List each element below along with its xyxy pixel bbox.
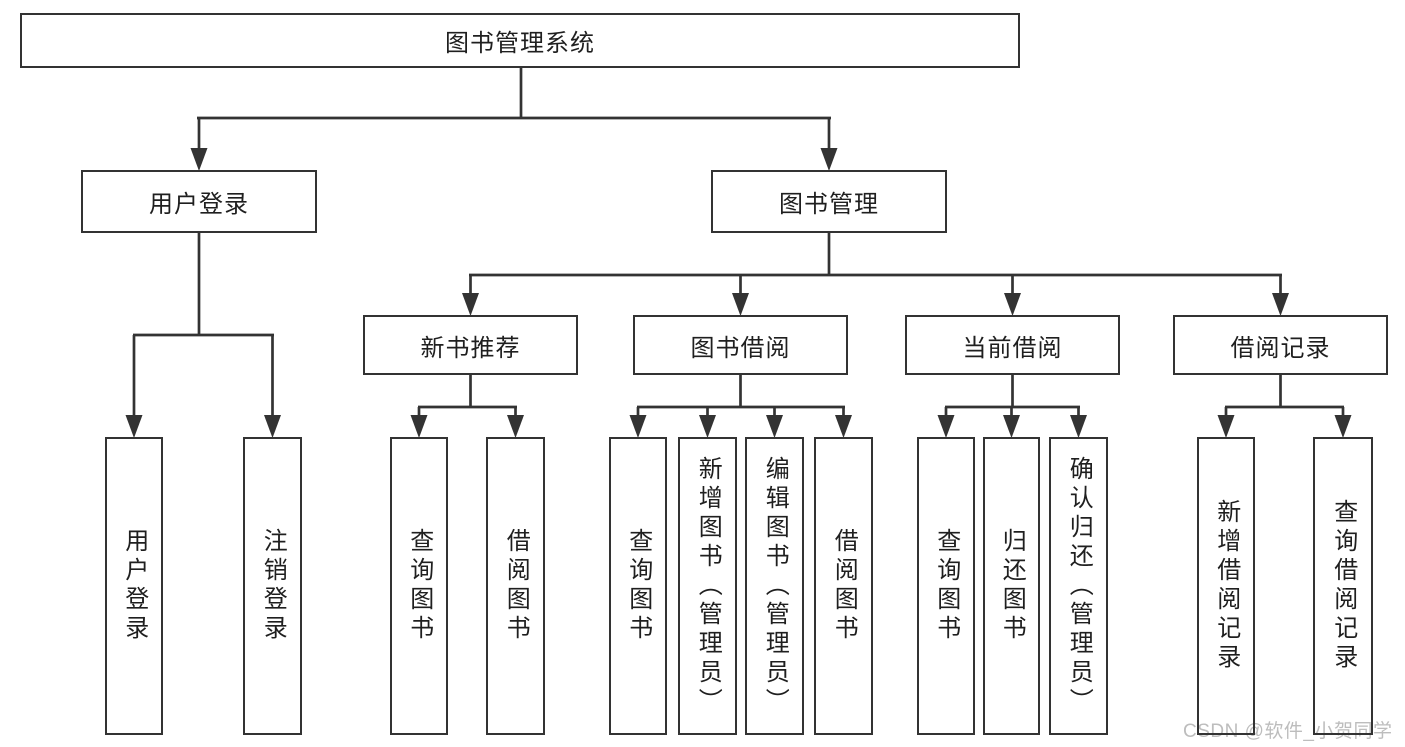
leaf-return-books: 归还图书 bbox=[983, 437, 1040, 735]
leaf-user-login: 用户登录 bbox=[105, 437, 163, 735]
leaf-recommend-query-books: 查询图书 bbox=[390, 437, 448, 735]
node-current-borrowing: 当前借阅 bbox=[905, 315, 1120, 375]
connector-book-borrowing-to-leaves bbox=[629, 375, 852, 438]
node-current-borrowing-label: 当前借阅 bbox=[962, 334, 1063, 362]
node-book-management: 图书管理 bbox=[711, 170, 947, 233]
leaf-current-query-books-label: 查询图书 bbox=[932, 528, 960, 644]
node-book-borrowing: 图书借阅 bbox=[633, 315, 848, 375]
leaf-confirm-return-admin-label: 确认归还（管理员） bbox=[1065, 455, 1093, 717]
leaf-logout: 注销登录 bbox=[243, 437, 302, 735]
connector-borrowing-records-to-leaves bbox=[1217, 375, 1352, 438]
connector-current-borrowing-to-leaves bbox=[937, 375, 1087, 438]
leaf-borrowing-query-books-label: 查询图书 bbox=[624, 528, 652, 644]
connector-user-login-to-leaves bbox=[125, 233, 281, 438]
node-library-system-label: 图书管理系统 bbox=[445, 30, 595, 57]
connector-new-book-recommendation-to-leaves bbox=[410, 375, 524, 438]
leaf-add-borrow-record: 新增借阅记录 bbox=[1197, 437, 1255, 735]
leaf-return-books-label: 归还图书 bbox=[998, 528, 1026, 644]
leaf-add-books-admin-label: 新增图书（管理员） bbox=[694, 455, 722, 717]
leaf-logout-label: 注销登录 bbox=[259, 528, 287, 644]
leaf-query-borrow-record: 查询借阅记录 bbox=[1313, 437, 1373, 735]
csdn-watermark: CSDN @软件_小贺同学 bbox=[1183, 721, 1393, 742]
connector-book-management-to-level3 bbox=[462, 233, 1289, 316]
node-borrowing-records-label: 借阅记录 bbox=[1230, 334, 1331, 362]
node-book-borrowing-label: 图书借阅 bbox=[690, 334, 791, 362]
node-borrowing-records: 借阅记录 bbox=[1173, 315, 1388, 375]
leaf-user-login-label: 用户登录 bbox=[120, 528, 148, 644]
node-book-management-label: 图书管理 bbox=[779, 191, 879, 218]
node-library-system: 图书管理系统 bbox=[20, 13, 1020, 68]
node-new-book-recommendation: 新书推荐 bbox=[363, 315, 578, 375]
leaf-add-books-admin: 新增图书（管理员） bbox=[678, 437, 737, 735]
leaf-current-query-books: 查询图书 bbox=[917, 437, 975, 735]
node-new-book-recommendation-label: 新书推荐 bbox=[420, 334, 521, 362]
connector-root-to-level2 bbox=[190, 68, 838, 171]
leaf-borrowing-query-books: 查询图书 bbox=[609, 437, 667, 735]
leaf-borrow-books: 借阅图书 bbox=[814, 437, 873, 735]
leaf-confirm-return-admin: 确认归还（管理员） bbox=[1049, 437, 1108, 735]
leaf-edit-books-admin: 编辑图书（管理员） bbox=[745, 437, 804, 735]
node-user-login: 用户登录 bbox=[81, 170, 317, 233]
leaf-query-borrow-record-label: 查询借阅记录 bbox=[1329, 499, 1357, 673]
leaf-recommend-borrow-books-label: 借阅图书 bbox=[502, 528, 530, 644]
leaf-edit-books-admin-label: 编辑图书（管理员） bbox=[761, 455, 789, 717]
node-user-login-label: 用户登录 bbox=[149, 191, 249, 218]
leaf-recommend-borrow-books: 借阅图书 bbox=[486, 437, 545, 735]
leaf-recommend-query-books-label: 查询图书 bbox=[405, 528, 433, 644]
leaf-add-borrow-record-label: 新增借阅记录 bbox=[1212, 499, 1240, 673]
leaf-borrow-books-label: 借阅图书 bbox=[830, 528, 858, 644]
